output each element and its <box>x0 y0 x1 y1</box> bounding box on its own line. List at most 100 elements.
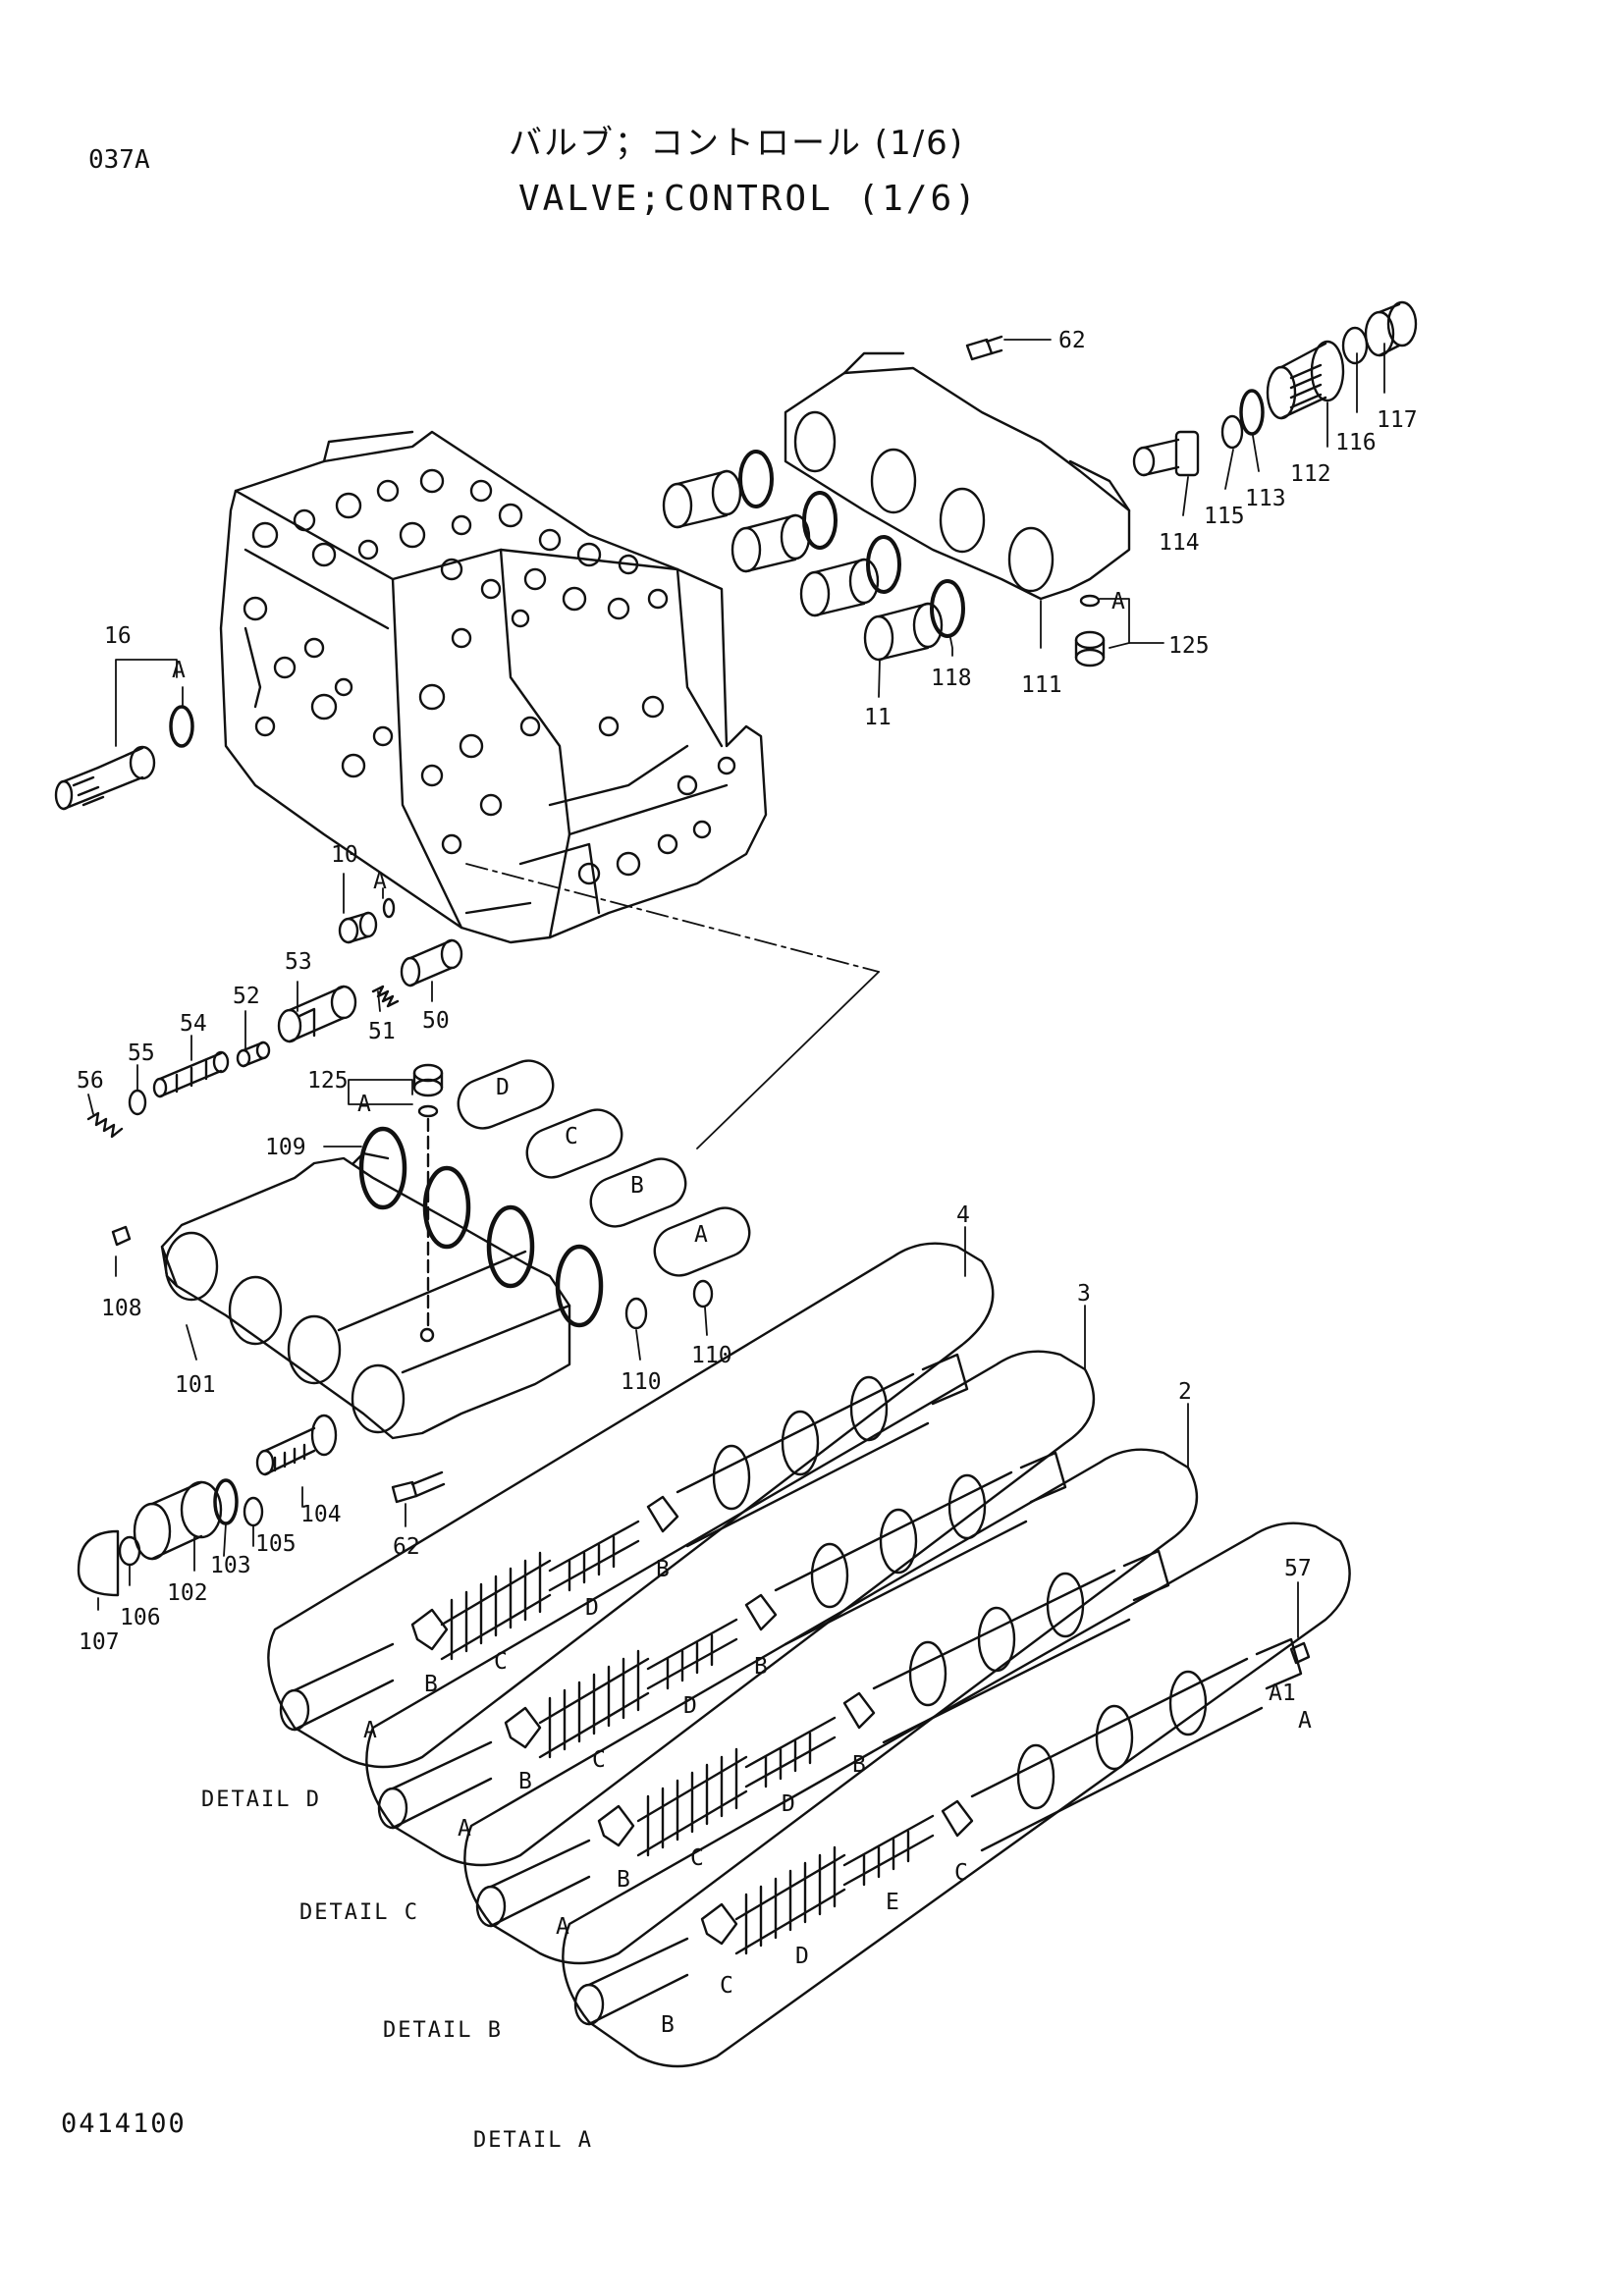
callout-11: 11 <box>864 705 892 730</box>
callout-111: 111 <box>1021 672 1062 698</box>
detail-d-sub-a: A <box>363 1718 377 1743</box>
relief-16 <box>54 745 156 811</box>
callout-50: 50 <box>422 1008 450 1034</box>
upper-sleeves-orings <box>662 450 965 662</box>
detail-a-sub-a: A <box>1298 1708 1312 1734</box>
detail-b-sub-c: C <box>690 1845 704 1871</box>
plug-10 <box>338 911 378 944</box>
detail-d-label: DETAIL D <box>201 1788 321 1812</box>
spool-53 <box>277 985 357 1043</box>
sleeve-1 <box>662 469 742 529</box>
callout-a: A <box>1111 589 1125 614</box>
cap-102 <box>133 1480 223 1561</box>
lower-end-parts <box>77 1414 446 1597</box>
detail-b-sub-a: A <box>556 1914 569 1940</box>
callout-105: 105 <box>255 1531 297 1557</box>
detail-c-sub-d: D <box>683 1693 697 1719</box>
detail-d-sub-c: C <box>494 1649 508 1675</box>
plug-125a <box>1074 630 1106 667</box>
callout-10: 10 <box>331 842 358 868</box>
callout-a: A <box>373 869 387 894</box>
bolt-62a <box>965 335 1003 361</box>
callout-125: 125 <box>307 1068 349 1094</box>
callout-104: 104 <box>300 1502 342 1527</box>
callout-113: 113 <box>1245 486 1286 511</box>
leader-lines <box>87 339 1385 1638</box>
callout-108: 108 <box>101 1296 142 1321</box>
callout-110: 110 <box>691 1343 732 1368</box>
cap-d-label: D <box>496 1075 510 1100</box>
detail-b-sub-b: B <box>617 1867 630 1893</box>
callout-53: 53 <box>285 949 312 975</box>
callout-62: 62 <box>1058 328 1086 353</box>
callout-a: A <box>357 1092 371 1117</box>
callout-109: 109 <box>265 1135 306 1160</box>
cap-107 <box>77 1529 120 1597</box>
spring-56 <box>86 1111 124 1139</box>
callout-110: 110 <box>621 1369 662 1395</box>
cap-117 <box>1364 300 1418 357</box>
detail-a-sub-a1: A1 <box>1269 1681 1296 1706</box>
cap-b-label: B <box>630 1173 644 1199</box>
callout-4: 4 <box>956 1202 970 1228</box>
detail-c-sub-a: A <box>458 1816 471 1842</box>
callout-57: 57 <box>1284 1556 1312 1581</box>
lower-cover-101 <box>111 1151 571 1440</box>
plug-57 <box>1289 1641 1311 1665</box>
valve-112 <box>1266 340 1345 420</box>
plug-114 <box>1132 430 1200 477</box>
detail-a-sub-e: E <box>886 1890 899 1915</box>
left-side-parts <box>54 705 463 1139</box>
plug-125b <box>412 1063 444 1097</box>
upper-right-cover <box>784 351 1131 601</box>
right-end-parts <box>965 300 1418 667</box>
spring-51 <box>371 985 400 1008</box>
callout-112: 112 <box>1290 461 1331 487</box>
title-english: VALVE;CONTROL (1/6) <box>518 179 979 219</box>
callout-114: 114 <box>1159 530 1200 556</box>
detail-c-label: DETAIL C <box>299 1900 419 1925</box>
callout-51: 51 <box>368 1019 396 1044</box>
detail-a-sub-c: C <box>720 1973 733 1999</box>
main-valve-body <box>219 430 768 944</box>
callout-115: 115 <box>1204 504 1245 529</box>
callout-107: 107 <box>79 1629 120 1655</box>
callout-2: 2 <box>1178 1379 1192 1405</box>
detail-b-sub-d: D <box>782 1791 795 1817</box>
spool-104 <box>255 1414 338 1476</box>
callout-55: 55 <box>128 1041 155 1066</box>
callout-118: 118 <box>931 666 972 691</box>
cap-a-label: A <box>694 1222 708 1248</box>
callout-117: 117 <box>1377 407 1418 433</box>
detail-b-sub-b: B <box>852 1752 866 1778</box>
callout-103: 103 <box>210 1553 251 1578</box>
detail-d-sub-b: B <box>656 1557 670 1582</box>
callout-labels: 62 117 116 112 113 115 114 A 125 118 111… <box>77 328 1418 2153</box>
plug-108 <box>111 1225 132 1247</box>
cap-c-label: C <box>565 1124 578 1149</box>
callout-a: A <box>172 658 186 683</box>
caps-and-orings-109 <box>358 1059 751 1332</box>
callout-106: 106 <box>120 1605 161 1630</box>
detail-a-sub-c: C <box>954 1860 968 1886</box>
bolt-62b <box>391 1470 446 1504</box>
detail-c-sub-c: C <box>592 1747 606 1773</box>
detail-a-sub-b: B <box>661 2012 675 2038</box>
sleeve-3 <box>799 558 880 617</box>
detail-b-label: DETAIL B <box>383 2018 503 2043</box>
detail-d-sub-b: B <box>424 1672 438 1697</box>
detail-b-spool <box>463 1448 1198 1965</box>
detail-d-spool <box>267 1242 995 1769</box>
detail-a-sub-d: D <box>795 1944 809 1969</box>
detail-c-sub-b: B <box>754 1654 768 1680</box>
title-japanese: バルブ；コントロール (1/6) <box>509 124 965 163</box>
detail-d-sub-d: D <box>585 1595 599 1621</box>
callout-3: 3 <box>1077 1281 1091 1307</box>
figure-number: 0414100 <box>61 2109 187 2139</box>
callout-125: 125 <box>1168 633 1210 659</box>
callout-102: 102 <box>167 1580 208 1606</box>
page-code: 037A <box>88 145 150 175</box>
callout-56: 56 <box>77 1068 104 1094</box>
callout-116: 116 <box>1335 430 1377 455</box>
